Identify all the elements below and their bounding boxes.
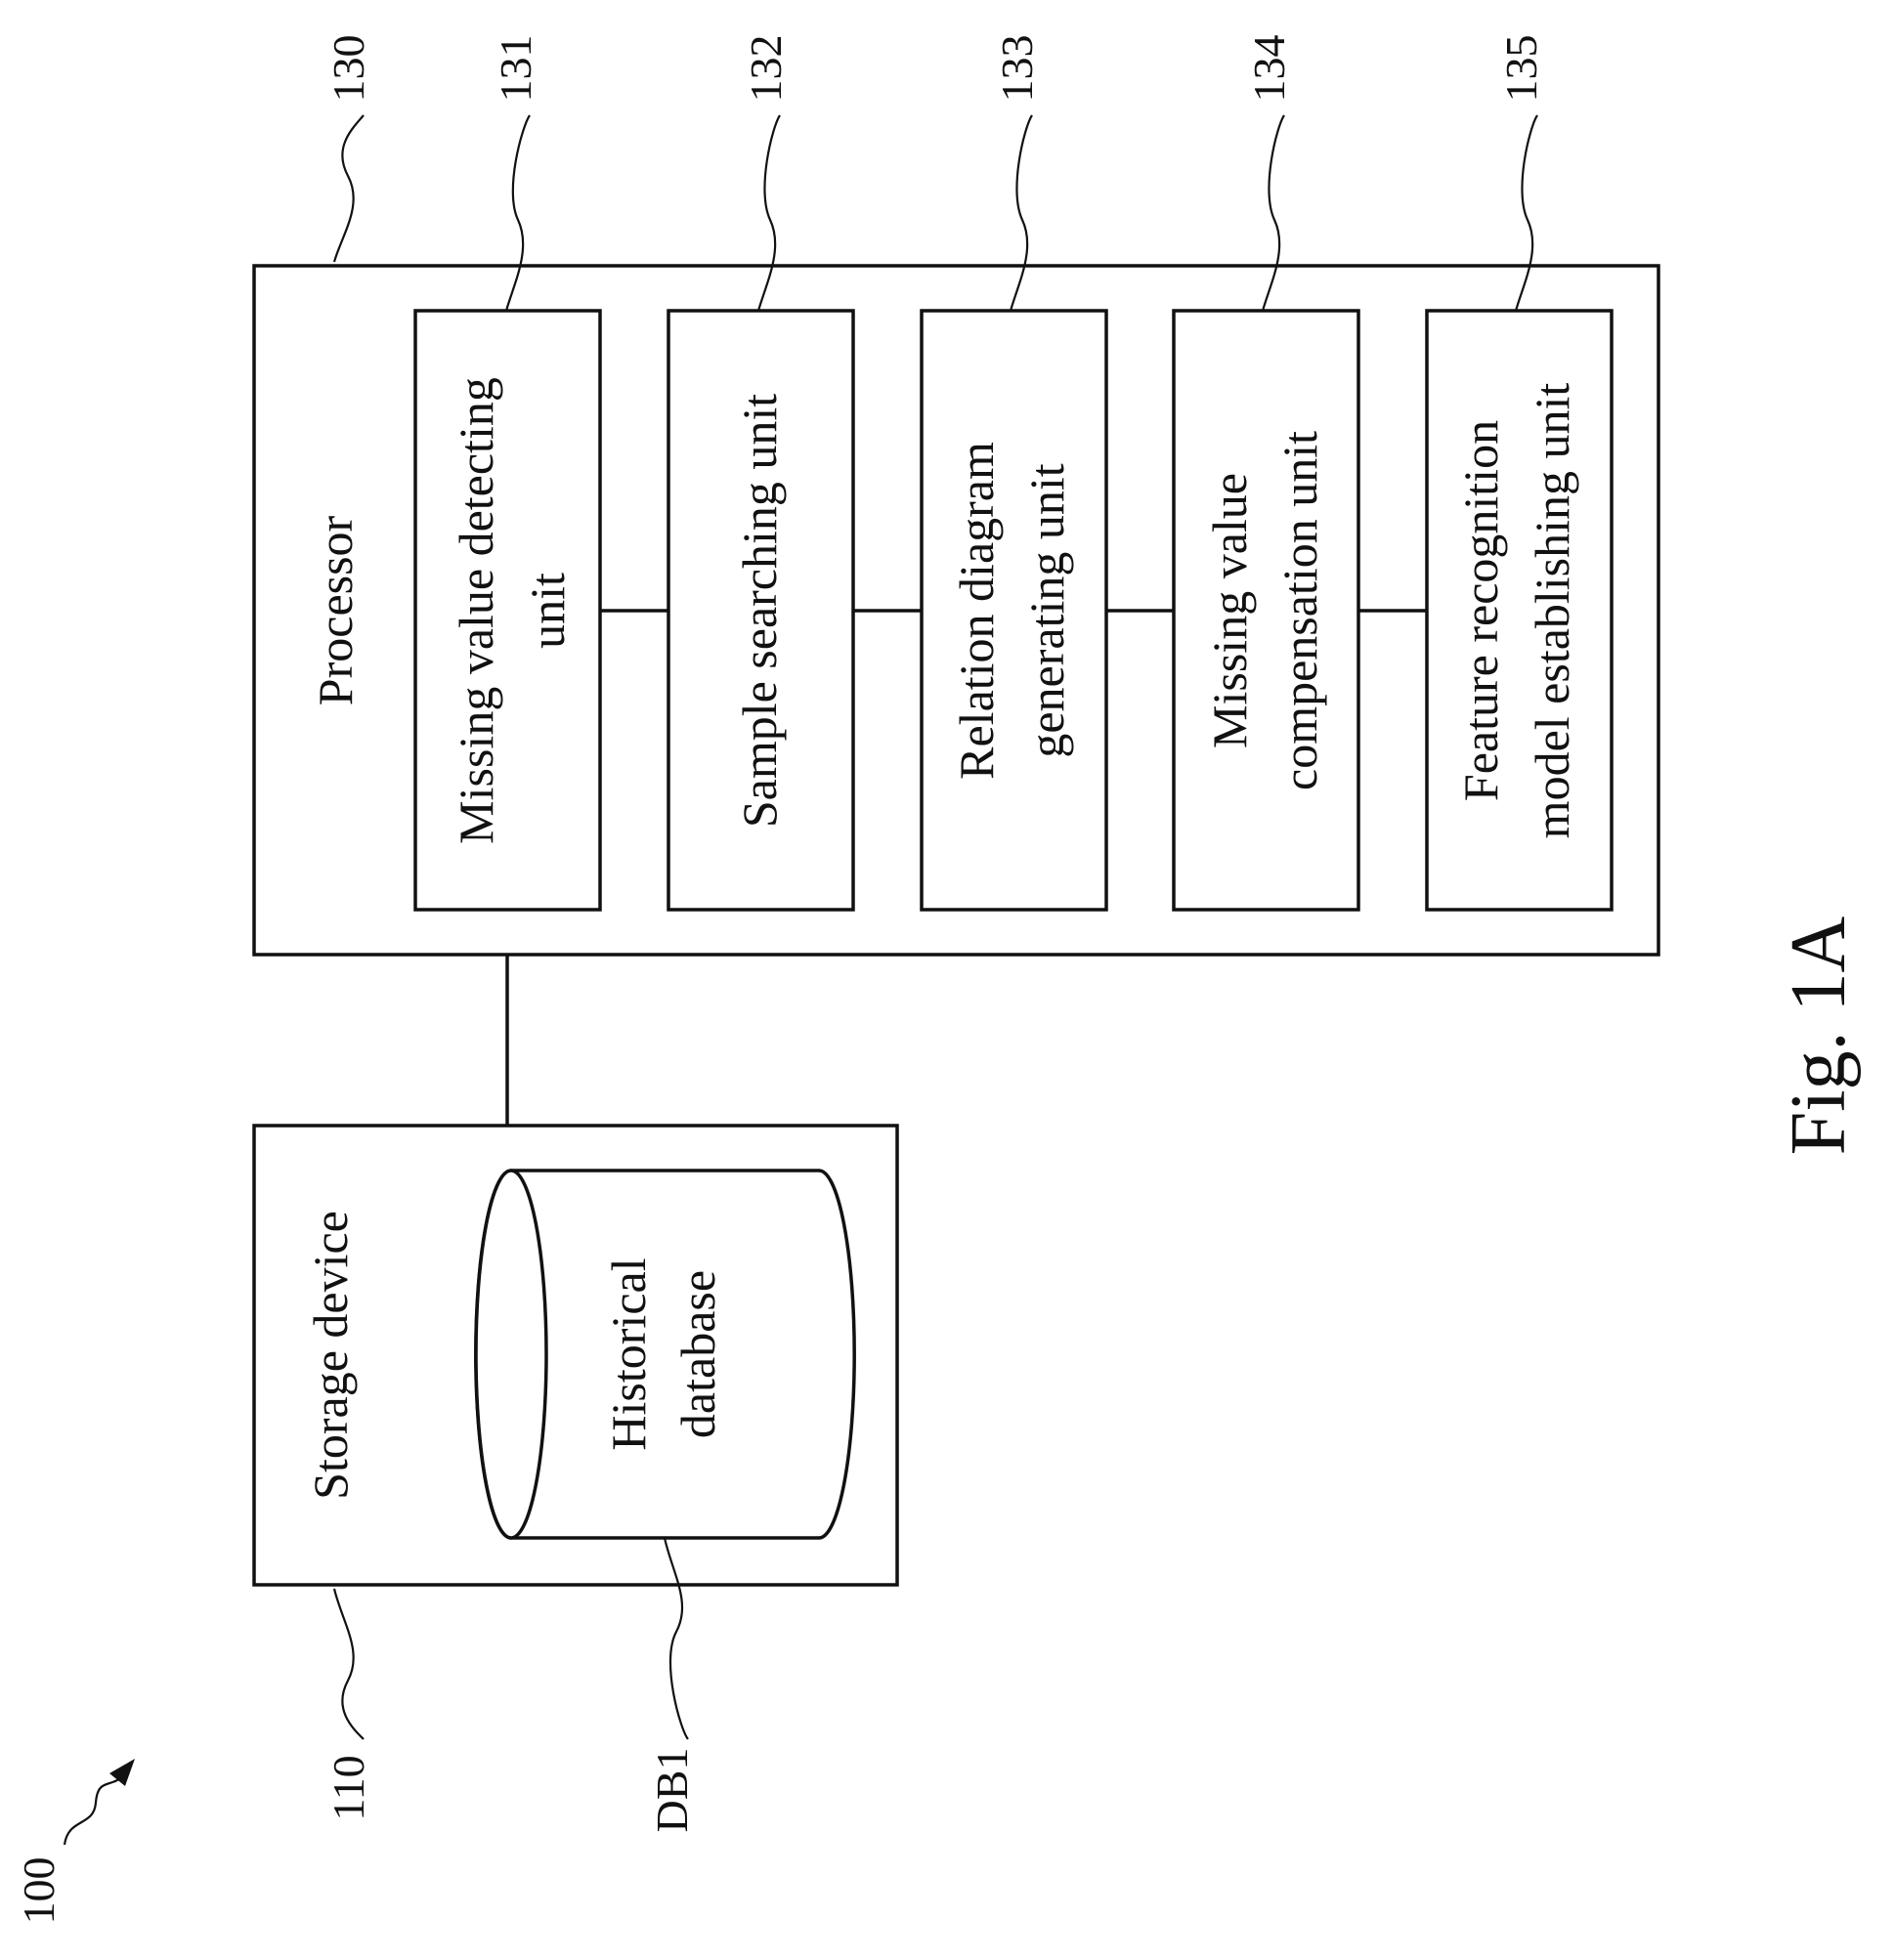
unit-133-label-line2: generating unit (1019, 463, 1074, 757)
ref-131: 131 (491, 35, 540, 103)
historical-database-label-line2: database (670, 1270, 725, 1438)
unit-132-label: Sample searching unit (732, 394, 787, 828)
ref-110: 110 (323, 1755, 373, 1820)
storage-device-label: Storage device (303, 1211, 358, 1500)
processor-label: Processor (308, 515, 363, 705)
ref-132: 132 (741, 35, 791, 103)
unit-135-label-line2: model establishing unit (1525, 383, 1579, 839)
historical-database-cylinder-end (476, 1171, 546, 1538)
ref-133: 133 (992, 35, 1042, 103)
leader-100 (65, 1776, 123, 1845)
ref-130: 130 (323, 35, 373, 103)
ref-db1: DB1 (647, 1748, 697, 1833)
unit-135-label-line1: Feature recognition (1453, 420, 1508, 801)
leader-110 (334, 1589, 364, 1739)
figure-caption: Fig. 1A (1776, 916, 1862, 1156)
ref-100: 100 (14, 1857, 64, 1925)
historical-database-label-line1: Historical (601, 1257, 656, 1450)
unit-134-label-line1: Missing value (1202, 473, 1257, 748)
unit-131-label-line2: unit (520, 573, 575, 649)
unit-133-label-line1: Relation diagram (949, 442, 1004, 780)
leader-130 (334, 115, 364, 262)
unit-134-label-line2: compensation unit (1272, 431, 1327, 790)
unit-131-label-line1: Missing value detecting (449, 377, 503, 844)
ref-135: 135 (1496, 35, 1546, 103)
ref-134: 134 (1244, 35, 1294, 103)
